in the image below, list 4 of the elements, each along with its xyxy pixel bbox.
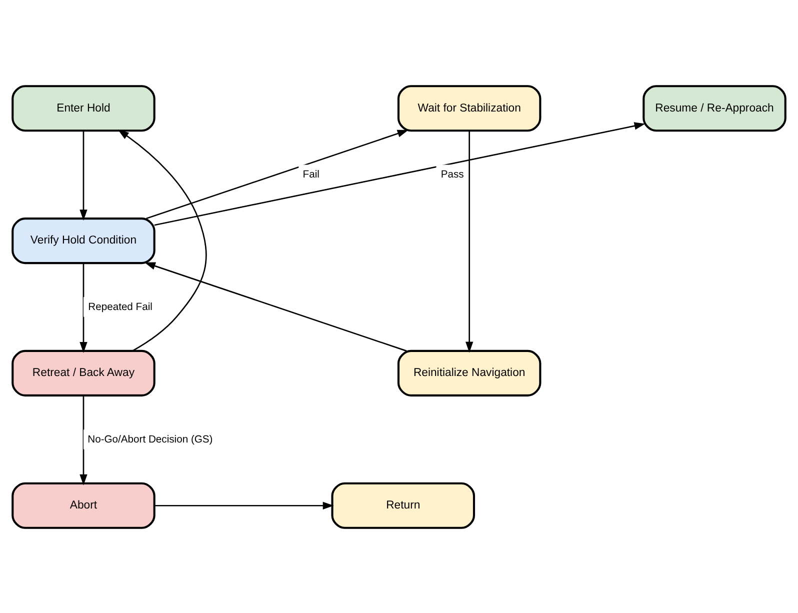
edge-label: Pass: [440, 169, 464, 180]
edge-label: Fail: [302, 169, 320, 180]
edge-label: Repeated Fail: [88, 302, 152, 313]
edge-label: No-Go/Abort Decision (GS): [88, 434, 213, 446]
